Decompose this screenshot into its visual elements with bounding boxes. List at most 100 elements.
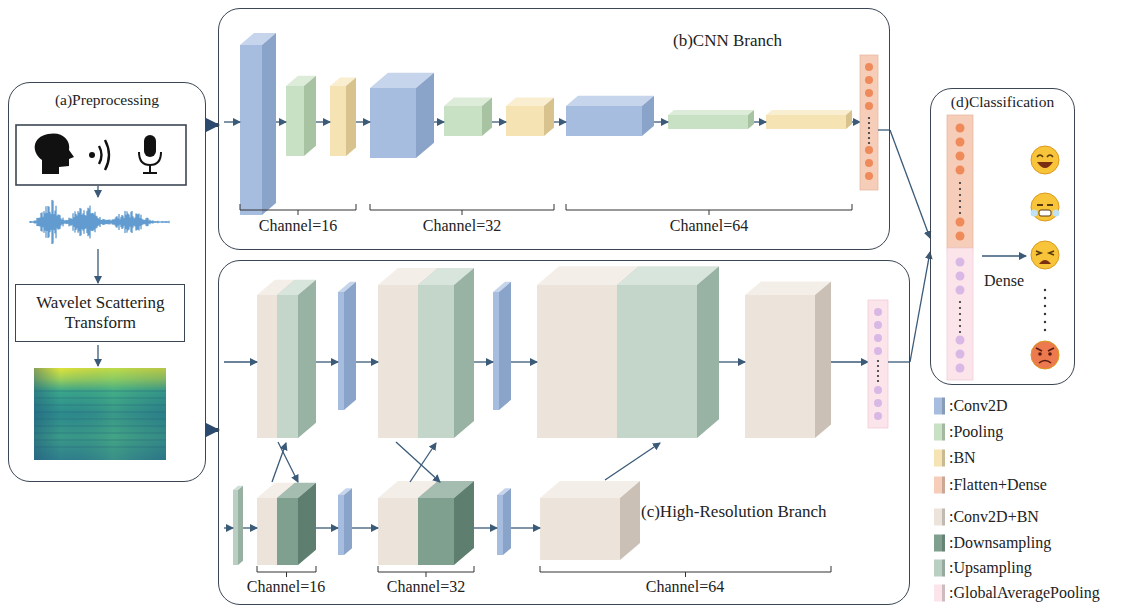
waveform	[137, 214, 138, 230]
waveform	[128, 214, 129, 231]
waveform	[100, 217, 101, 227]
block-front	[668, 115, 748, 129]
waveform	[166, 221, 167, 223]
block-top	[566, 96, 654, 106]
waveform	[76, 214, 77, 230]
waveform	[38, 218, 39, 226]
layer-label: Dense	[984, 272, 1024, 290]
emoji-tear	[1053, 210, 1060, 217]
leader-line	[888, 361, 910, 362]
block-top	[668, 110, 754, 115]
spectrogram	[34, 368, 166, 460]
block-front	[493, 292, 499, 410]
panel-title: (a)Preprocessing	[9, 91, 205, 110]
neuron-dot	[874, 399, 882, 407]
neuron-dot	[956, 152, 965, 161]
waveform	[117, 216, 118, 228]
waveform	[75, 211, 76, 232]
ellipsis-dot	[877, 375, 879, 377]
emoji-face	[1031, 193, 1059, 221]
waveform	[88, 208, 89, 236]
block-side	[499, 282, 511, 410]
block-front	[745, 295, 815, 438]
block-front	[277, 295, 298, 438]
ellipsis-dot	[959, 301, 961, 303]
channel-label: Channel=64	[646, 578, 724, 596]
waveform	[109, 220, 110, 225]
ellipsis-dot	[877, 360, 879, 362]
flow-arrow	[605, 443, 660, 480]
neuron-dot	[865, 146, 873, 154]
downsampling-block	[277, 483, 316, 565]
waveform	[120, 219, 121, 224]
flow-arrow	[224, 121, 240, 122]
waveform	[80, 208, 81, 236]
block-front	[766, 115, 846, 129]
neuron-dot	[956, 336, 965, 345]
waveform	[147, 218, 148, 227]
flow-arrow	[224, 527, 233, 528]
waveform	[112, 220, 113, 225]
legend-text: :Downsampling	[949, 534, 1051, 552]
neuron-dot	[865, 172, 873, 180]
waveform	[160, 221, 161, 222]
emoji-face	[1031, 241, 1059, 269]
waveform	[92, 213, 93, 231]
neuron-dot	[874, 308, 882, 316]
microphone-icon	[149, 165, 151, 172]
emotion-emoji	[1031, 146, 1059, 174]
neuron-dot	[865, 159, 873, 167]
block-front	[418, 285, 454, 438]
flatten-dense-vector	[860, 55, 878, 190]
high-resolution-branch-panel: (c)High-Resolution Branch	[218, 260, 910, 605]
legend-swatch	[934, 585, 945, 602]
waveform	[90, 206, 91, 239]
block-front	[537, 285, 617, 438]
bn-block	[330, 78, 356, 157]
flow-arrow	[97, 186, 98, 197]
ellipsis-dot	[868, 127, 870, 129]
block-front	[444, 106, 482, 136]
waveform	[64, 220, 65, 224]
block-side	[482, 98, 492, 137]
flow-arrow	[276, 121, 286, 122]
waveform	[164, 221, 165, 223]
waveform	[161, 221, 162, 223]
sound-wave	[105, 140, 109, 170]
classification-panel: (d)Classification	[930, 88, 1075, 385]
legend-swatch	[934, 535, 945, 552]
panel-title: (d)Classification	[931, 93, 1074, 112]
emoji-eyes	[1037, 204, 1053, 206]
waveform	[67, 220, 68, 224]
waveform	[96, 216, 97, 229]
emoji-eyes	[1048, 352, 1052, 356]
channel-bracket	[378, 566, 474, 577]
speaker-head-icon	[35, 133, 74, 174]
emotion-emoji	[1031, 341, 1059, 369]
waveform	[69, 218, 70, 227]
waveform	[142, 219, 143, 225]
concat-vector	[947, 115, 973, 248]
waveform	[127, 211, 128, 232]
ellipsis-dot	[959, 212, 961, 214]
waveform	[113, 219, 114, 224]
ellipsis-dot	[959, 313, 961, 315]
block-front	[257, 498, 277, 565]
panel-title: (c)High-Resolution Branch	[641, 502, 827, 522]
waveform	[63, 218, 64, 227]
waveform	[136, 213, 137, 230]
neuron-dot	[956, 124, 965, 133]
flow-arrow	[434, 121, 444, 122]
waveform	[41, 213, 42, 231]
block-top	[766, 110, 852, 115]
icon-frame	[16, 125, 186, 185]
conv2d-block	[370, 73, 434, 158]
block-side	[454, 481, 474, 565]
waveform	[140, 218, 141, 226]
waveform	[101, 220, 102, 224]
bn-block	[766, 110, 852, 129]
flow-arrow	[243, 527, 257, 528]
flow-arrow	[396, 442, 440, 482]
block-side	[697, 266, 719, 438]
concat-vector	[947, 248, 973, 380]
